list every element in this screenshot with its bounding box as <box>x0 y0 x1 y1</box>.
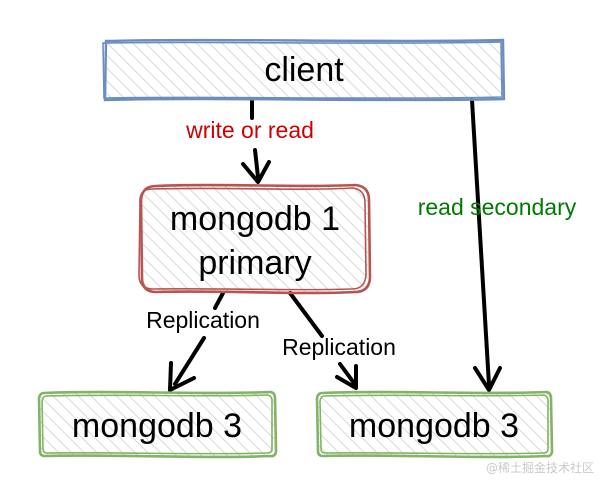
client-label: client <box>264 51 344 89</box>
primary-label-line1: mongodb 1 <box>170 200 340 238</box>
edge-label-write-or-read: write or read <box>185 117 314 143</box>
edge-primary-to-secondary-left <box>168 291 225 392</box>
edge-primary-to-secondary-right <box>288 291 358 390</box>
primary-label-line2: primary <box>198 244 311 282</box>
node-secondary-left: mongodb 3 <box>37 390 278 459</box>
node-primary: mongodb 1 primary <box>138 183 372 295</box>
node-secondary-right: mongodb 3 <box>315 390 554 459</box>
arrow-head <box>241 160 271 184</box>
node-client: client <box>102 38 506 102</box>
edge-label-replication-right: Replication <box>282 334 396 360</box>
secondary-left-label: mongodb 3 <box>72 407 242 445</box>
edge-label-read-secondary: read secondary <box>418 194 577 220</box>
secondary-right-label: mongodb 3 <box>349 407 519 445</box>
arrow-head <box>473 366 502 392</box>
edge-label-replication-left: Replication <box>146 307 260 333</box>
watermark-text: @稀土掘金技术社区 <box>486 460 594 475</box>
edge-client-to-secondary-right <box>470 98 502 392</box>
arrow-head <box>168 361 196 392</box>
edge-client-to-primary <box>241 98 271 184</box>
arrow-head <box>335 364 358 390</box>
